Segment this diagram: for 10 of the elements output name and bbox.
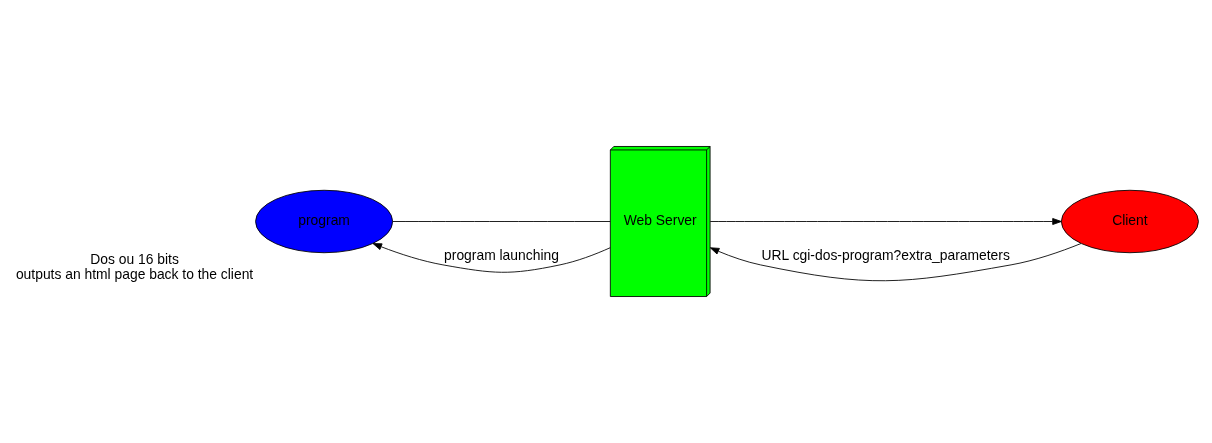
edge-label: program launching (444, 247, 559, 264)
node-label: Dos ou 16 bits (90, 250, 179, 267)
arrow (372, 243, 611, 273)
edge-label: URL cgi-dos-program?extra_parameters (761, 247, 1010, 264)
node-ellipse: program (255, 189, 394, 254)
arrow (709, 218, 1062, 225)
node-label: outputs an html page back to the client (15, 266, 254, 283)
connector (392, 221, 611, 222)
arrow (709, 243, 1082, 282)
node-ellipse: Client (1060, 189, 1199, 254)
